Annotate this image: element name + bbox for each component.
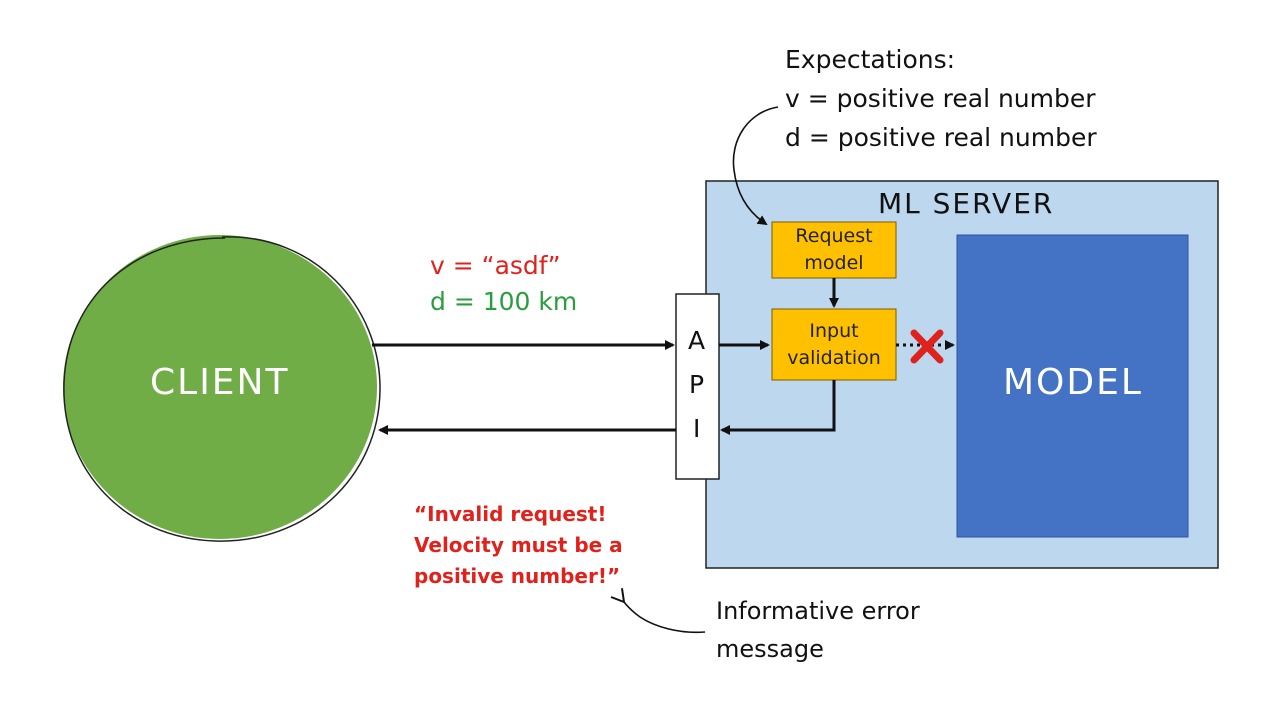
input-validation-line1: Input — [809, 319, 859, 342]
expectations-d-line: d = positive real number — [785, 123, 1097, 152]
model-label: MODEL — [1003, 362, 1143, 403]
expectations-heading: Expectations: — [785, 45, 956, 74]
client-circle — [63, 235, 377, 539]
cross-icon — [910, 329, 944, 364]
input-validation-box — [771, 308, 897, 381]
error-annotation-line1: Informative error — [716, 597, 920, 625]
request-model-line1: Request — [795, 225, 873, 247]
request-v-value: v = “asdf” — [430, 251, 561, 280]
error-message: “Invalid request! Velocity must be a pos… — [414, 499, 623, 592]
ml-server-title: ML SERVER — [878, 187, 1055, 220]
api-letter-i: I — [693, 414, 701, 443]
error-annotation: Informative error message — [716, 592, 920, 668]
expectations-pointer — [732, 106, 779, 226]
client-sketch-outline — [63, 236, 381, 542]
expectations-v-line: v = positive real number — [785, 84, 1096, 113]
validation-to-api-return-arrow — [720, 380, 836, 435]
input-validation-label: Input validation — [772, 309, 896, 380]
client-label: CLIENT — [150, 362, 290, 403]
input-validation-line2: validation — [787, 346, 881, 369]
model-box — [956, 234, 1189, 538]
api-letter-a: A — [688, 326, 706, 355]
request-model-box — [771, 221, 897, 279]
api-box — [675, 293, 720, 480]
error-message-line2: Velocity must be a — [414, 533, 623, 557]
request-d-value: d = 100 km — [430, 287, 578, 316]
api-letter-p: P — [689, 370, 705, 399]
error-annotation-pointer — [610, 588, 706, 634]
request-model-line2: model — [804, 252, 864, 274]
error-message-line3: positive number!” — [414, 564, 621, 588]
error-annotation-line2: message — [716, 635, 824, 663]
expectations-note: Expectations: v = positive real number d… — [785, 40, 1097, 157]
request-model-label: Request model — [772, 222, 896, 278]
error-message-line1: “Invalid request! — [414, 502, 607, 526]
